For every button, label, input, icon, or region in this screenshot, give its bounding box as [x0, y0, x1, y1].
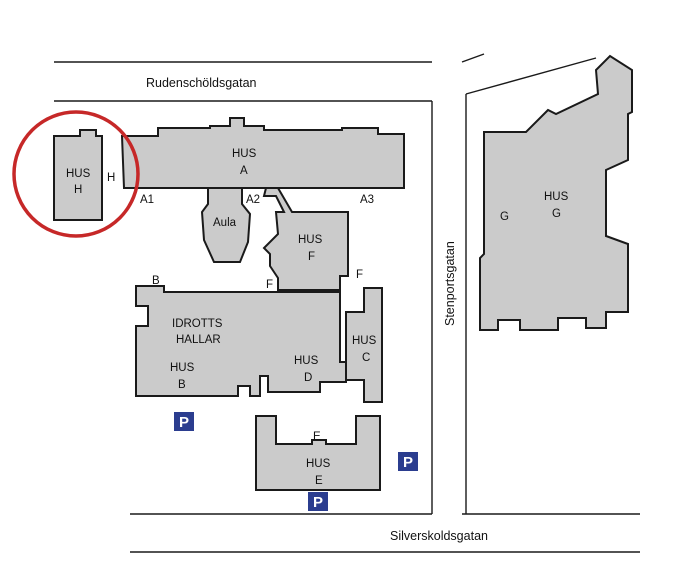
building-hus-e[interactable]	[255, 415, 381, 491]
parking-symbol: P	[403, 454, 413, 471]
building-hus-g[interactable]	[479, 54, 633, 331]
label-hus-f-line2: F	[308, 251, 315, 263]
street-rudenscholdsgatan: Rudenschöldsgatan	[146, 76, 257, 90]
label-hus-g-line2: G	[552, 208, 561, 220]
label-hus-d-line1: HUS	[294, 355, 319, 367]
label-idrottshallar-line1: IDROTTS	[172, 318, 223, 330]
building-hus-f[interactable]	[262, 187, 349, 291]
label-hus-b-line1: HUS	[170, 362, 195, 374]
label-hus-d-line2: D	[304, 372, 312, 384]
parking-symbol: P	[179, 414, 189, 431]
entrance-g: G	[500, 211, 509, 223]
entrance-a2: A2	[246, 194, 260, 206]
label-hus-a-line2: A	[240, 165, 248, 177]
building-idrottshallar[interactable]	[135, 285, 347, 397]
road-east-diagonal	[465, 57, 597, 95]
label-hus-a-line1: HUS	[232, 148, 257, 160]
street-silverskoldsgatan: Silverskoldsgatan	[390, 529, 488, 543]
road-east-diagonal-top	[461, 53, 485, 63]
label-hus-g-line1: HUS	[544, 191, 569, 203]
parking-marker-east[interactable]: P	[398, 452, 418, 471]
label-hus-f-line1: HUS	[298, 234, 323, 246]
label-aula: Aula	[213, 217, 237, 229]
building-hus-c[interactable]	[345, 287, 383, 403]
road-lines	[54, 53, 640, 553]
entrance-a3: A3	[360, 194, 374, 206]
parking-icon	[308, 492, 328, 511]
building-hus-h[interactable]	[53, 129, 103, 221]
label-hus-c-line2: C	[362, 352, 370, 364]
label-idrottshallar-line2: HALLAR	[176, 334, 221, 346]
entrance-f-inner: F	[266, 279, 273, 291]
label-hus-h-line2: H	[74, 184, 82, 196]
parking-marker-west[interactable]: P	[174, 412, 194, 431]
parking-icon	[398, 452, 418, 471]
parking-marker-south[interactable]: P	[308, 492, 328, 511]
entrance-a1: A1	[140, 194, 154, 206]
building-hus-a[interactable]	[120, 117, 405, 189]
street-stenportsgatan: Stenportsgatan	[443, 241, 457, 326]
entrance-h: H	[107, 172, 115, 184]
label-hus-b-line2: B	[178, 379, 186, 391]
entrance-b: B	[152, 275, 160, 287]
label-hus-h-line1: HUS	[66, 168, 91, 180]
parking-icon	[174, 412, 194, 431]
entrance-e: E	[313, 431, 321, 443]
label-hus-e-line2: E	[315, 475, 323, 487]
label-hus-e-line1: HUS	[306, 458, 331, 470]
building-aula[interactable]	[200, 187, 252, 263]
label-hus-c-line1: HUS	[352, 335, 377, 347]
entrance-f-outer: F	[356, 269, 363, 281]
highlight-ring-hus-h	[12, 110, 140, 238]
parking-symbol: P	[313, 494, 323, 511]
